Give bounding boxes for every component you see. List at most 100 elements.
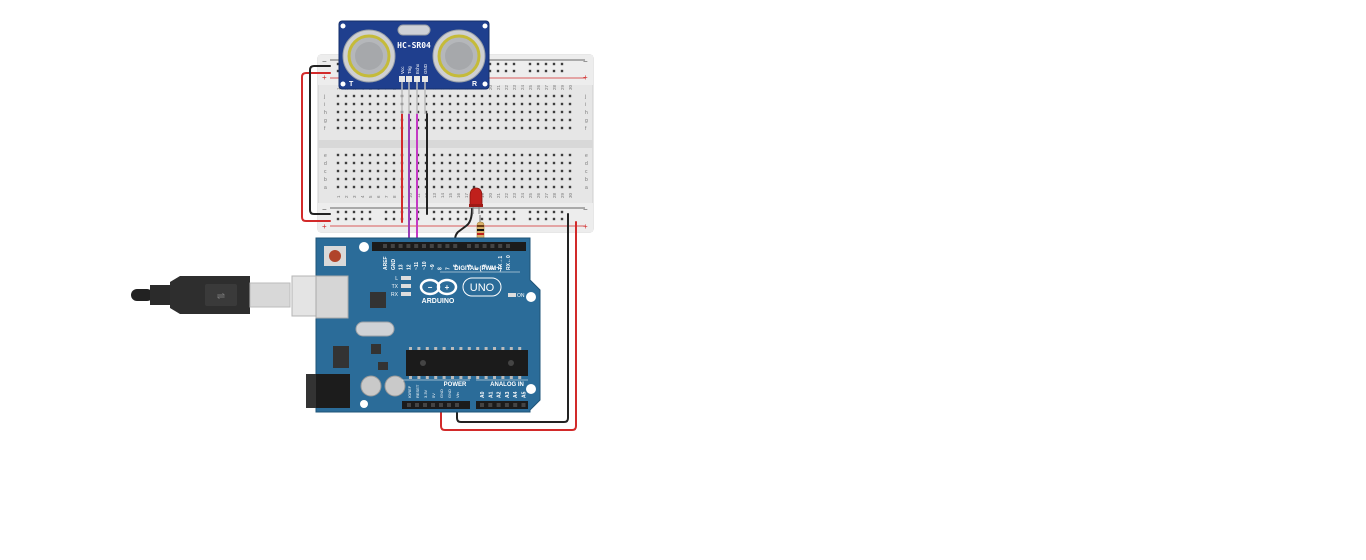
digital-pin-label: AREF xyxy=(383,256,389,270)
header-pin[interactable] xyxy=(490,244,495,248)
header-pin[interactable] xyxy=(422,244,426,248)
breadboard-column-number: 24 xyxy=(520,192,525,198)
digital-pin-label: 2 xyxy=(490,267,496,270)
rail-plus-top-right: + xyxy=(583,73,588,82)
status-led-label: TX xyxy=(392,284,399,290)
led[interactable] xyxy=(469,187,483,214)
breadboard-column-number: 20 xyxy=(488,192,493,198)
analog-pin-label: A4 xyxy=(513,391,519,398)
header-pin[interactable] xyxy=(407,403,411,407)
header-pin[interactable] xyxy=(504,403,509,407)
header-pin[interactable] xyxy=(521,403,526,407)
power-pin-label: GND xyxy=(439,389,444,398)
breadboard-column-number: 4 xyxy=(360,195,365,198)
digital-pin-label: RX←0 xyxy=(506,255,512,270)
atmega-chip xyxy=(406,347,528,379)
breadboard-column-number: 30 xyxy=(568,84,573,90)
breadboard-column-number: 27 xyxy=(544,84,549,90)
header-pin[interactable] xyxy=(474,244,479,248)
header-pin[interactable] xyxy=(513,403,518,407)
breadboard-row-letter: b xyxy=(324,177,327,183)
usb-cable[interactable]: ⇌ xyxy=(131,275,349,317)
breadboard-column-number: 7 xyxy=(384,195,389,198)
header-pin[interactable] xyxy=(398,244,403,248)
breadboard-column-number: 23 xyxy=(512,84,517,90)
header-pin[interactable] xyxy=(498,244,503,248)
breadboard-row-letter: c xyxy=(324,169,327,175)
header-pin[interactable] xyxy=(383,244,387,248)
analog-pin-label: A0 xyxy=(480,391,486,398)
breadboard-row-letter: j xyxy=(584,94,586,100)
digital-pin-label: ~3 xyxy=(483,264,489,270)
breadboard-row-letter: e xyxy=(585,153,588,159)
breadboard-row-letter: a xyxy=(585,185,588,191)
header-pin[interactable] xyxy=(431,403,435,407)
header-pin[interactable] xyxy=(467,244,471,248)
wire-red-left-rail[interactable] xyxy=(301,72,331,222)
header-pin[interactable] xyxy=(445,244,450,248)
sensor-t-mark: T xyxy=(349,81,354,88)
breadboard-column-number: 8 xyxy=(392,195,397,198)
analog-pin-label: A2 xyxy=(497,391,503,398)
header-pin[interactable] xyxy=(390,244,395,248)
svg-text:+: + xyxy=(445,283,450,292)
digital-pin-label: TX→1 xyxy=(498,256,504,270)
breadboard-column-number: 21 xyxy=(496,192,501,198)
header-pin[interactable] xyxy=(455,403,459,407)
reset-button[interactable] xyxy=(324,246,346,266)
analog-pin-label: A5 xyxy=(522,391,528,398)
header-pin[interactable] xyxy=(480,403,484,407)
breadboard-row-letter: i xyxy=(585,102,586,108)
rail-minus-bottom-left: − xyxy=(322,205,327,214)
digital-pin-label: 13 xyxy=(399,264,405,270)
sensor-r-mark: R xyxy=(472,81,477,88)
analog-header[interactable] xyxy=(480,403,526,407)
header-pin[interactable] xyxy=(482,244,487,248)
status-led-label: RX xyxy=(391,292,399,298)
breadboard-column-number: 1 xyxy=(336,87,341,90)
header-pin[interactable] xyxy=(415,403,419,407)
header-pin[interactable] xyxy=(437,244,442,248)
header-pin[interactable] xyxy=(414,244,419,248)
power-pin-label: IOREF xyxy=(407,385,412,398)
power-header[interactable] xyxy=(407,403,459,407)
breadboard-column-number: 24 xyxy=(520,84,525,90)
header-pin[interactable] xyxy=(406,244,411,248)
header-pin[interactable] xyxy=(423,403,427,407)
header-pin[interactable] xyxy=(429,244,434,248)
sensor-model-label: HC-SR04 xyxy=(397,41,431,50)
breadboard-column-number: 29 xyxy=(560,192,565,198)
breadboard-column-number: 10 xyxy=(408,192,413,198)
on-led-label: ON xyxy=(517,293,525,299)
header-pin[interactable] xyxy=(488,403,493,407)
wire-red-5v[interactable] xyxy=(440,221,577,431)
rail-minus-top-right: − xyxy=(583,57,588,66)
breadboard-row-letter: b xyxy=(585,177,588,183)
digital-pin-label: 12 xyxy=(406,264,412,270)
wire-black-gnd-power[interactable] xyxy=(456,213,569,423)
analog-pin-label: A3 xyxy=(505,391,511,398)
header-pin[interactable] xyxy=(506,244,510,248)
digital-pin-label: ~10 xyxy=(422,261,428,270)
header-pin[interactable] xyxy=(496,403,501,407)
breadboard[interactable]: 1234567891011121314151617181920212223242… xyxy=(317,54,594,233)
breadboard-row-letter: d xyxy=(324,161,327,167)
header-pin[interactable] xyxy=(453,244,458,248)
breadboard-column-number: 22 xyxy=(504,84,509,90)
breadboard-column-number: 29 xyxy=(560,84,565,90)
breadboard-column-number: 27 xyxy=(544,192,549,198)
power-pin-label: 3.3V xyxy=(423,389,428,398)
digital-section-label: DIGITAL (PWM~) xyxy=(454,266,501,272)
wire-black-left-rail[interactable] xyxy=(309,65,331,215)
header-pin[interactable] xyxy=(447,403,451,407)
header-pin[interactable] xyxy=(439,403,443,407)
breadboard-column-number: 2 xyxy=(344,195,349,198)
digital-header[interactable] xyxy=(383,244,510,248)
dc-power-jack[interactable] xyxy=(306,374,350,408)
breadboard-column-number: 20 xyxy=(488,84,493,90)
